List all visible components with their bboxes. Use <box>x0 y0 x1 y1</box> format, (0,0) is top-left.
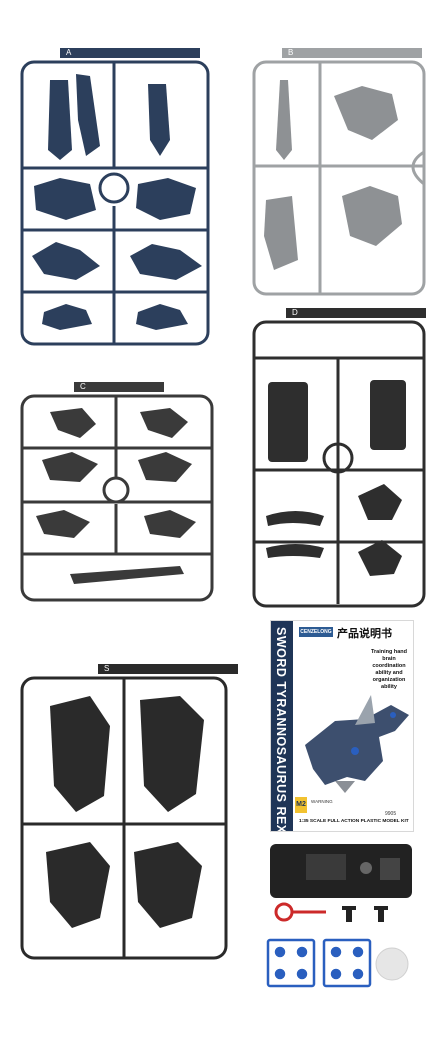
part-a6 <box>32 242 100 280</box>
part-s3 <box>46 842 110 928</box>
manual-cover-title: SWORD TYRANNOSAURUS REX <box>274 627 288 832</box>
brand-logo: CENZELONG <box>299 627 333 637</box>
manual-description: Training hand brain coordination ability… <box>370 649 408 690</box>
model-number: 9905 <box>385 811 397 817</box>
part-c5 <box>36 510 90 538</box>
part-s1 <box>50 696 110 812</box>
sprue-s-label: S <box>98 664 238 674</box>
part-a8 <box>42 304 92 330</box>
sprue-b: B <box>252 48 428 298</box>
part-a9 <box>136 304 188 330</box>
part-c4 <box>138 452 192 482</box>
part-d4 <box>266 544 324 558</box>
sprue-c: C <box>20 382 216 604</box>
part-b3 <box>264 196 298 270</box>
part-c6 <box>144 510 196 538</box>
scale-badge: M2 <box>295 797 307 813</box>
sprue-c-frame <box>20 394 214 602</box>
screws <box>342 906 388 922</box>
part-d5 <box>358 484 402 520</box>
scale-text: 1:35 SCALE FULL ACTION PLASTIC MODEL KIT <box>299 819 409 824</box>
part-b4 <box>342 186 402 246</box>
part-d6 <box>358 540 402 576</box>
instruction-manual: SWORD TYRANNOSAURUS REX CENZELONG 产品说明书 … <box>270 620 414 832</box>
sprue-d-label: D <box>286 308 426 318</box>
manual-spine <box>271 621 293 831</box>
part-a3 <box>148 84 170 156</box>
sprue-s: S <box>20 664 238 962</box>
part-b1 <box>276 80 292 160</box>
part-c3 <box>42 452 98 482</box>
part-d2 <box>370 380 406 450</box>
blue-runner-left <box>266 938 316 988</box>
sprue-b-frame <box>252 60 426 296</box>
part-s2 <box>140 696 204 812</box>
part-c7 <box>70 566 184 584</box>
accessories-illustration <box>266 844 412 988</box>
sprue-c-label: C <box>74 382 164 392</box>
part-a7 <box>130 244 202 280</box>
part-d3 <box>266 511 324 526</box>
part-b2 <box>334 86 398 140</box>
red-ring <box>274 902 326 922</box>
sprue-b-label: B <box>282 48 422 58</box>
manual-title: 产品说明书 <box>337 628 392 640</box>
accessories <box>262 840 422 1000</box>
white-disc <box>375 947 409 981</box>
motor-unit <box>270 844 412 898</box>
sprue-d: D <box>252 308 428 610</box>
part-s4 <box>134 842 202 928</box>
part-c1 <box>50 408 96 438</box>
sprue-s-frame <box>20 676 228 960</box>
part-a1 <box>48 80 72 160</box>
part-a4 <box>34 178 96 220</box>
sprue-d-frame <box>252 320 426 608</box>
warning-label: WARNING <box>311 799 333 804</box>
sprue-a: A <box>20 48 212 348</box>
sprue-a-label: A <box>60 48 200 58</box>
part-a2 <box>76 74 100 156</box>
part-d1 <box>268 382 308 462</box>
dinosaur-illustration <box>305 695 409 793</box>
sprue-a-frame <box>20 60 210 346</box>
part-a5 <box>136 178 196 220</box>
blue-runner-right <box>322 938 372 988</box>
part-c2 <box>140 408 188 438</box>
